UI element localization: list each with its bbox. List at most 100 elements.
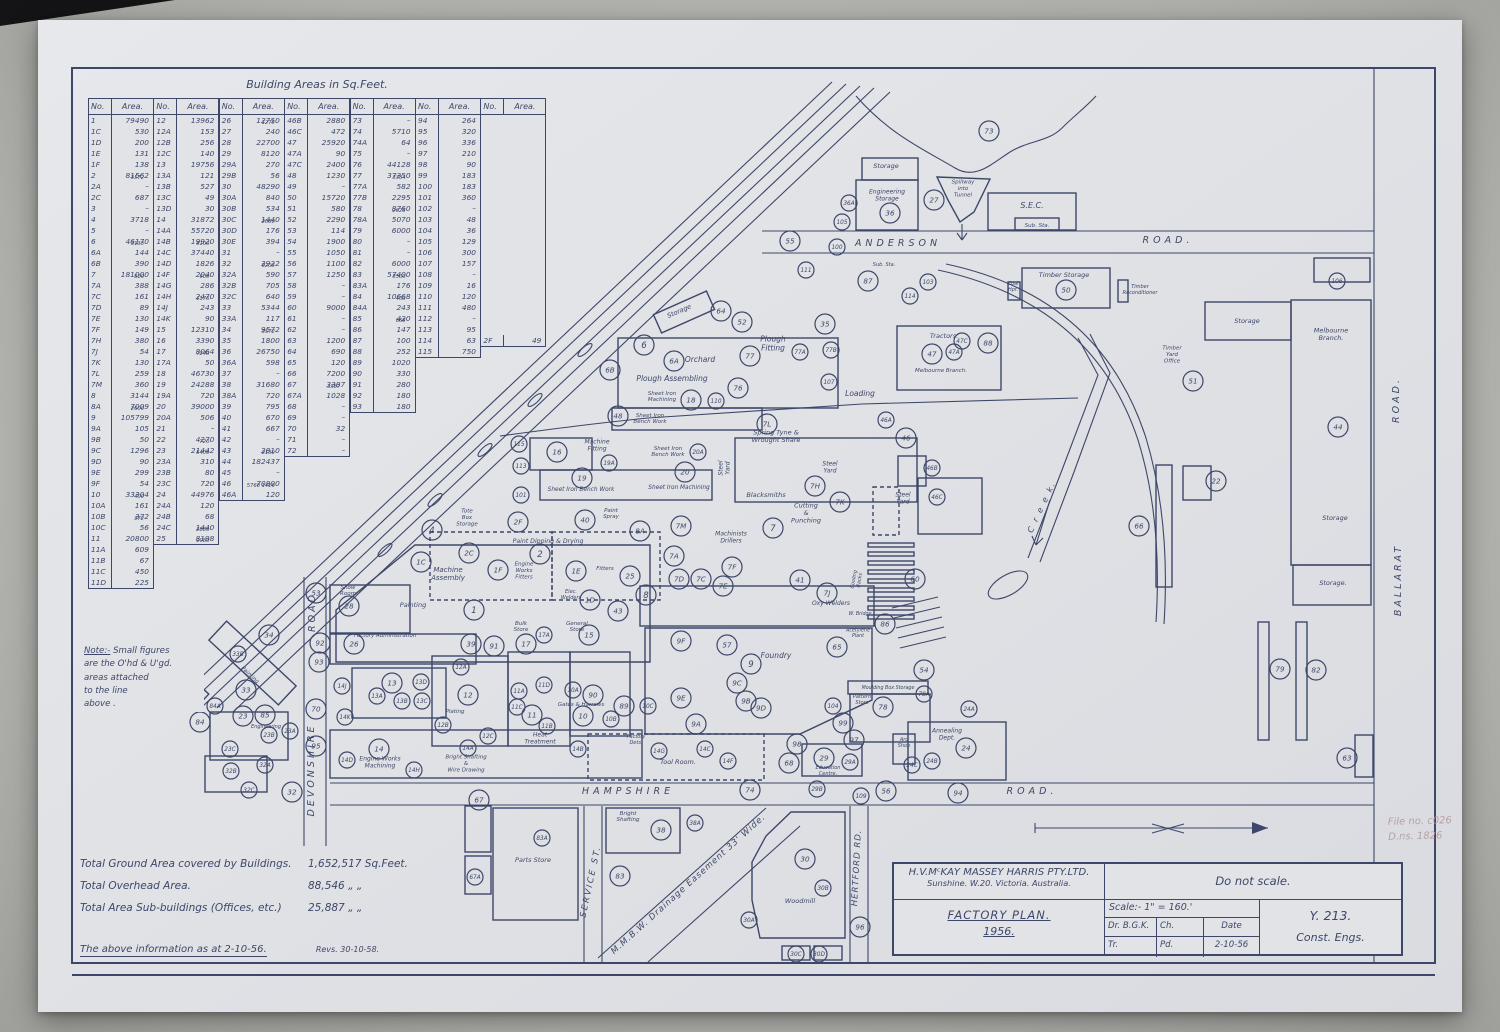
column-header: No.Area. xyxy=(89,99,153,115)
area-row: 73– xyxy=(352,115,411,126)
area-row: 108– xyxy=(418,269,476,280)
column-header: No.Area. xyxy=(285,99,350,115)
area-row: 59– xyxy=(287,291,346,302)
total-value: 25,887 „ „ xyxy=(308,902,363,914)
note-prefix: Note:- xyxy=(84,646,111,656)
area-row: 71– xyxy=(287,434,346,445)
area-row: 49– xyxy=(287,181,346,192)
company-name: H.V.MᶜKAY MASSEY HARRIS PTY.LTD. xyxy=(908,867,1090,878)
area-row: 5– xyxy=(91,225,149,236)
area-row: 45– xyxy=(221,467,280,478)
area-row: 68– xyxy=(287,401,346,412)
area-row: 2A– xyxy=(91,181,149,192)
scale-and-signatures: Scale:- 1" = 160.' Dr. B.G.K. Ch. Date T… xyxy=(1105,900,1260,957)
column-header: No.Area. xyxy=(416,99,480,115)
pencil-file-stamp: File no. c026 D.ns. 1826 xyxy=(1388,813,1453,845)
area-row: 58– xyxy=(287,280,346,291)
checked-by: Ch. xyxy=(1157,918,1204,936)
information-date-note: The above information as at 2-10-56. Rev… xyxy=(80,944,379,957)
traced-by: Tr. xyxy=(1105,937,1157,957)
small-figures-note: Note:- Small figures are the O'hd & U'gd… xyxy=(84,645,204,712)
area-row: 80– xyxy=(352,236,411,247)
note-line: to the line xyxy=(84,685,128,696)
date-label: Date xyxy=(1221,921,1242,931)
drawn-by: Dr. B.G.K. xyxy=(1105,918,1157,936)
as-at-date: The above information as at 2-10-56. xyxy=(80,944,267,957)
